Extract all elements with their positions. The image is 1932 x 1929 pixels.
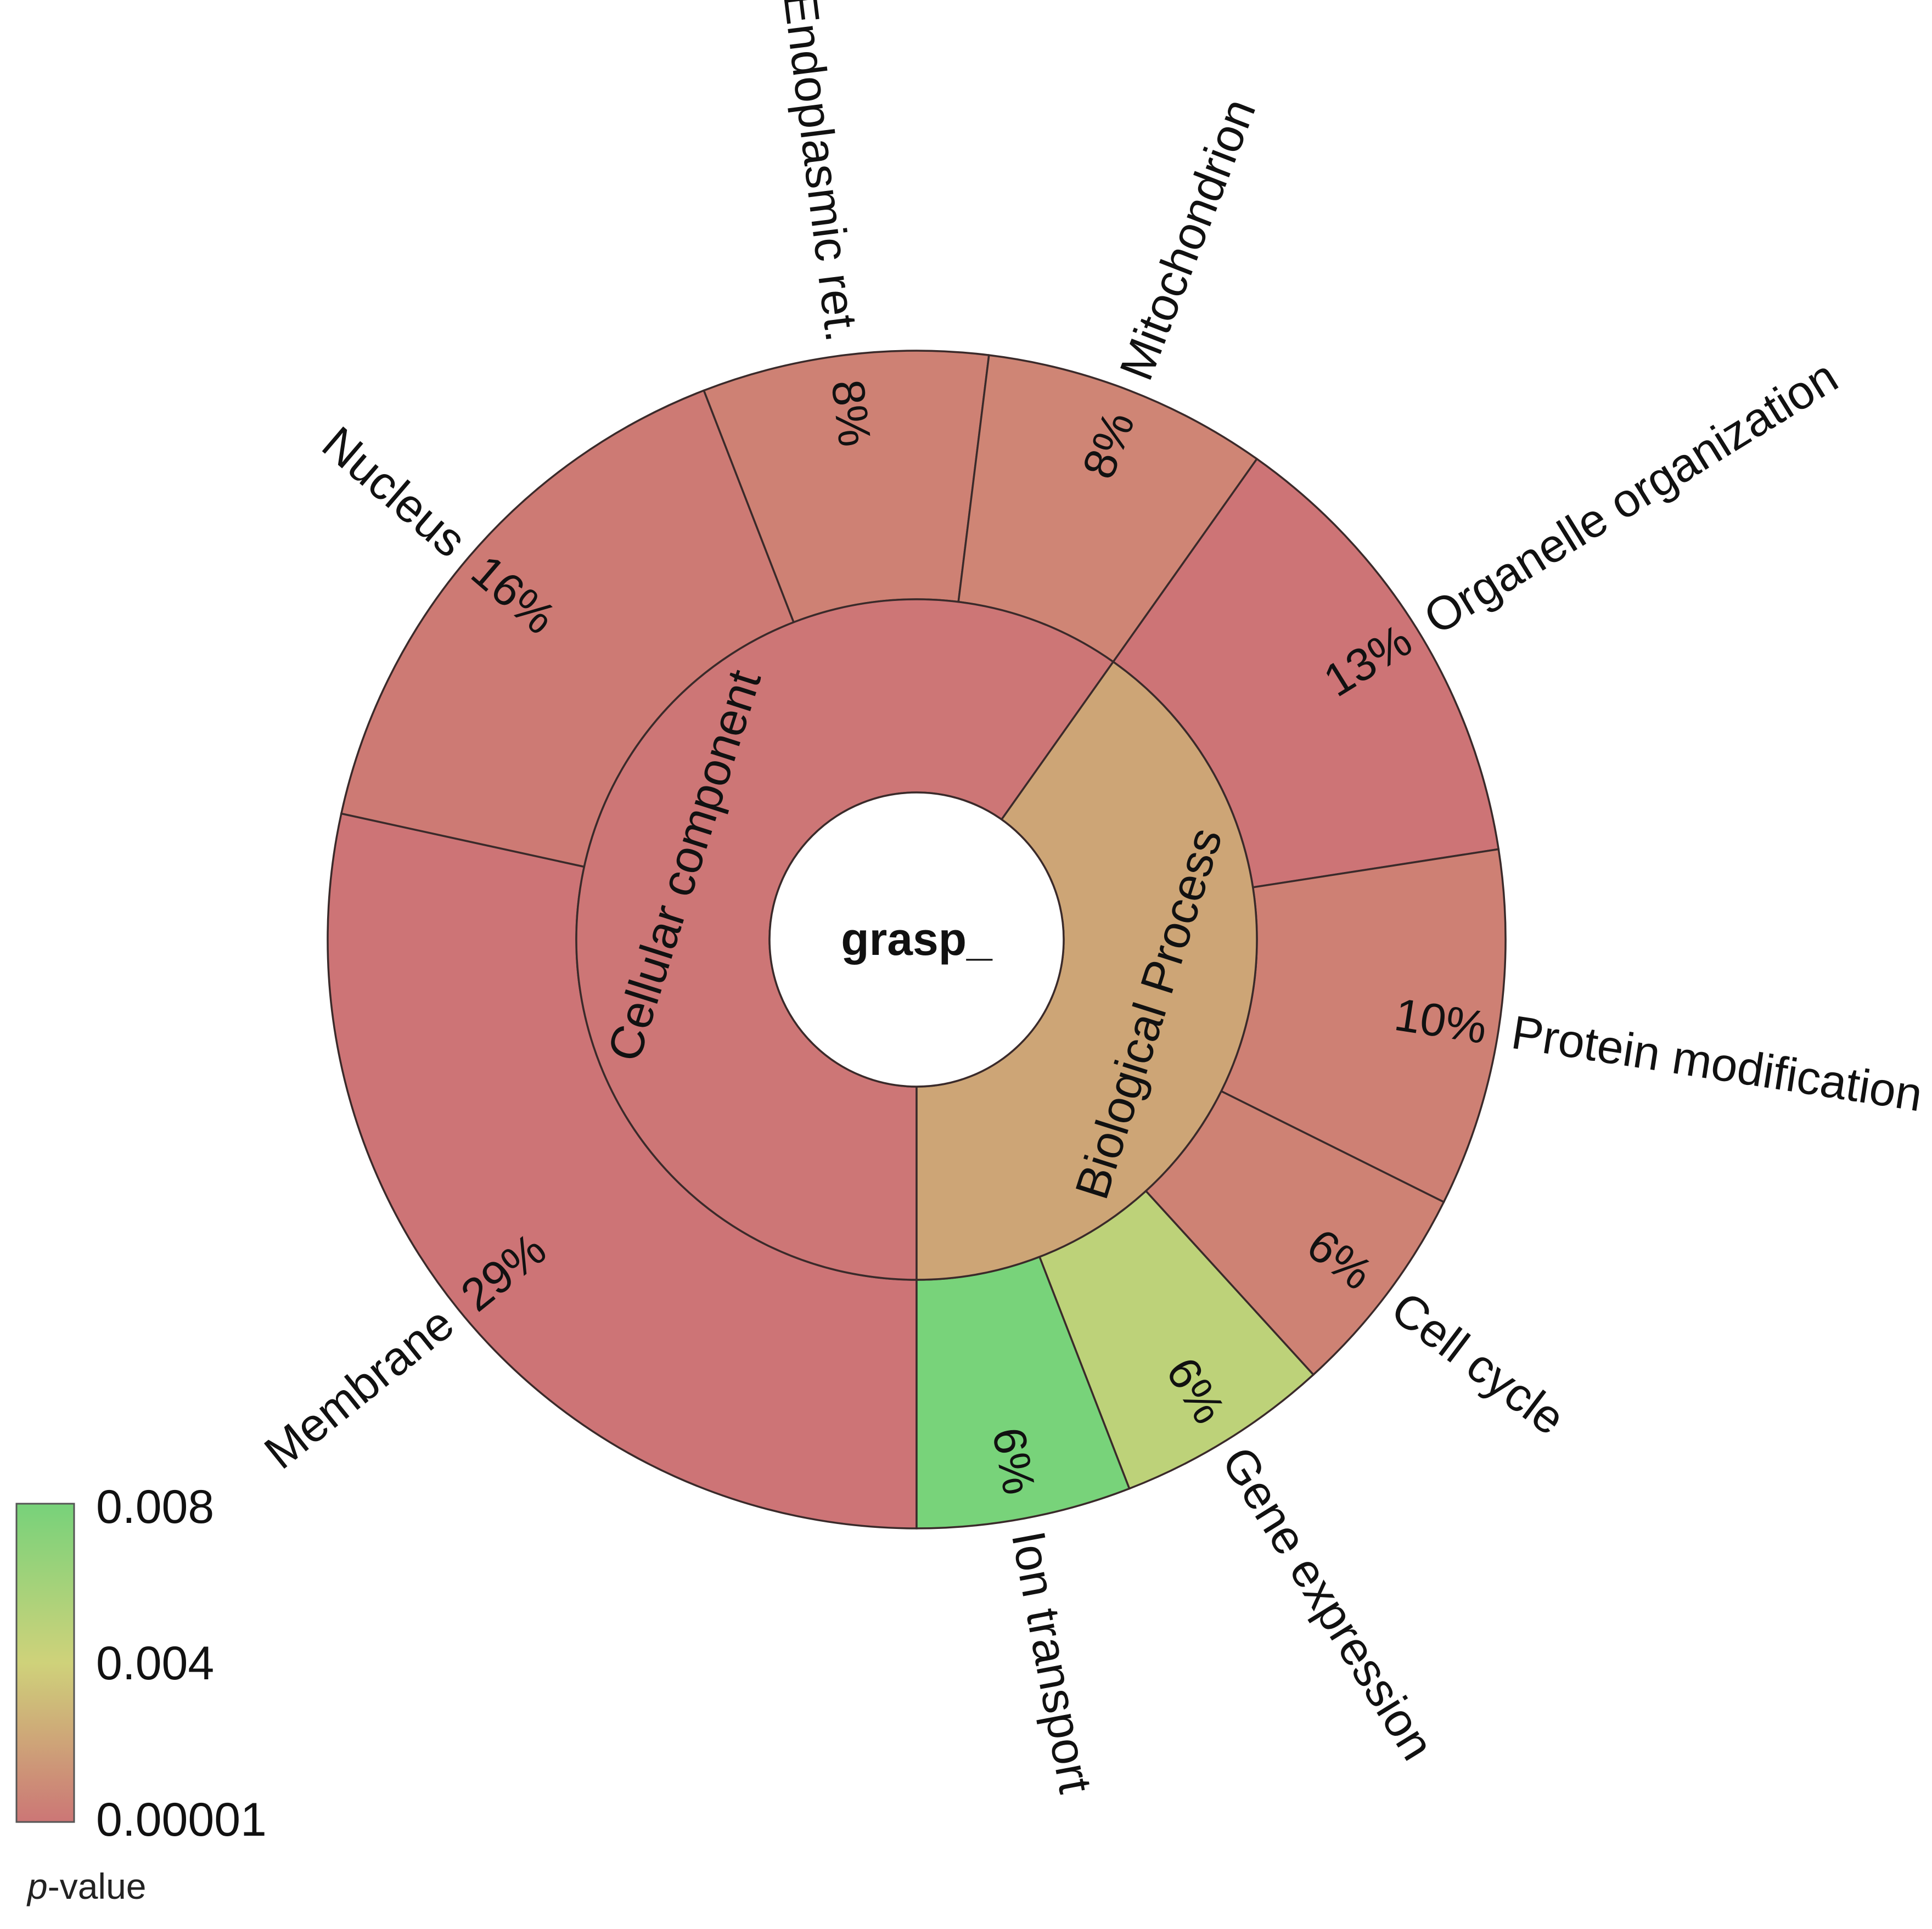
legend-title: p-value — [26, 1866, 146, 1906]
outer-ring — [327, 350, 1507, 1529]
center-hole — [768, 791, 1065, 1088]
legend-tick-low: 0.00001 — [96, 1793, 267, 1846]
name-label-gene-expression: Gene expression — [1211, 1438, 1444, 1769]
name-label-membrane: Membrane — [255, 1297, 463, 1479]
legend-colorbar — [15, 1503, 75, 1823]
pct-label-ion-transport: 6% — [982, 1424, 1046, 1499]
name-label-protein-modification: Protein modification — [1508, 1006, 1926, 1122]
legend-tick-mid: 0.004 — [96, 1637, 214, 1690]
name-label-cell-cycle: Cell cycle — [1381, 1281, 1575, 1445]
name-label-endoplasmic-ret: Endoplasmic ret. — [773, 0, 869, 345]
pct-label-endoplasmic-ret: 8% — [822, 377, 881, 449]
legend: 0.008 0.004 0.00001 p-value — [15, 1481, 267, 1906]
center-label: grasp_ — [841, 913, 993, 965]
name-label-ion-transport: Ion transport — [1002, 1527, 1102, 1797]
name-label-organelle-organization: Organelle organization — [1415, 350, 1846, 645]
name-label-nucleus: Nucleus — [312, 417, 476, 567]
legend-tick-high: 0.008 — [96, 1481, 214, 1533]
name-label-mitochondrion: Mitochondrion — [1110, 92, 1266, 387]
